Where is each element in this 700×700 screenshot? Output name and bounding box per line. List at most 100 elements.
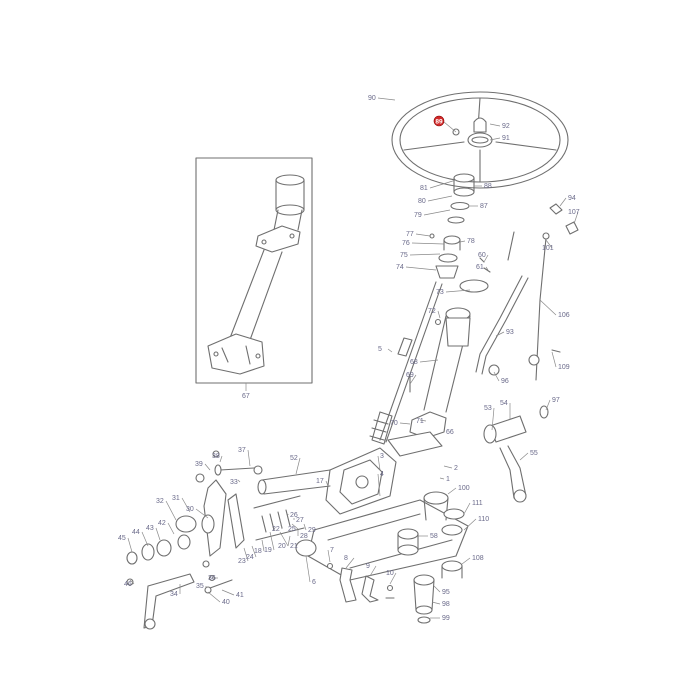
part-label-58: 58 bbox=[430, 533, 438, 540]
leader-line bbox=[433, 585, 441, 593]
part-label-91: 91 bbox=[502, 135, 510, 142]
leader-line bbox=[551, 351, 557, 368]
leader-line bbox=[485, 266, 489, 271]
leader-line bbox=[167, 522, 175, 535]
part-label-68: 68 bbox=[410, 359, 418, 366]
leader-line bbox=[129, 579, 135, 585]
part-label-23: 23 bbox=[238, 558, 246, 565]
part-label-42: 42 bbox=[158, 520, 166, 527]
leader-line bbox=[195, 508, 209, 519]
part-label-53: 53 bbox=[484, 405, 492, 412]
part-label-10: 10 bbox=[386, 570, 394, 577]
part-label-52: 52 bbox=[290, 455, 298, 462]
leader-line bbox=[545, 399, 551, 411]
part-label-41: 41 bbox=[236, 592, 244, 599]
leader-line bbox=[165, 500, 177, 521]
leader-line bbox=[519, 452, 529, 461]
lever-assembly bbox=[475, 203, 579, 381]
part-label-98: 98 bbox=[442, 601, 450, 608]
part-label-21: 21 bbox=[290, 543, 298, 550]
part-label-77: 77 bbox=[406, 231, 414, 238]
leader-line bbox=[419, 419, 427, 422]
part-label-60: 60 bbox=[478, 252, 486, 259]
part-label-44: 44 bbox=[132, 529, 140, 536]
part-label-31: 31 bbox=[172, 495, 180, 502]
part-label-72: 72 bbox=[428, 308, 436, 315]
part-label-38: 38 bbox=[212, 453, 220, 460]
part-label-69: 69 bbox=[406, 372, 414, 379]
part-label-26: 26 bbox=[290, 512, 298, 519]
leader-line bbox=[389, 572, 397, 585]
part-label-24: 24 bbox=[246, 554, 254, 561]
part-label-43: 43 bbox=[146, 525, 154, 532]
leader-line bbox=[387, 348, 393, 353]
part-label-75: 75 bbox=[400, 252, 408, 259]
part-label-70: 70 bbox=[390, 420, 398, 427]
highlighted-part-marker[interactable]: 89 bbox=[433, 115, 457, 133]
part-label-73: 73 bbox=[436, 289, 444, 296]
part-label-61: 61 bbox=[476, 264, 484, 271]
part-label-25: 25 bbox=[288, 526, 296, 533]
column-tube bbox=[409, 279, 489, 439]
leader-line bbox=[207, 591, 221, 603]
part-label-95: 95 bbox=[442, 589, 450, 596]
leader-line bbox=[411, 242, 445, 245]
part-label-33: 33 bbox=[230, 479, 238, 486]
leader-line bbox=[405, 266, 437, 271]
leader-line bbox=[325, 480, 329, 487]
mounting-plate bbox=[307, 491, 469, 624]
part-label-30: 30 bbox=[186, 506, 194, 513]
leader-line bbox=[489, 137, 501, 141]
leader-line bbox=[539, 299, 557, 316]
leader-line bbox=[409, 253, 441, 256]
leader-line bbox=[327, 549, 331, 563]
leader-line bbox=[295, 457, 301, 475]
part-label-17: 17 bbox=[316, 478, 324, 485]
part-label-35: 35 bbox=[196, 583, 204, 590]
part-label-78: 78 bbox=[467, 238, 475, 245]
leader-line bbox=[219, 455, 223, 463]
leader-line bbox=[443, 465, 453, 469]
part-label-54: 54 bbox=[500, 400, 508, 407]
part-label-4: 4 bbox=[380, 471, 384, 478]
leader-line bbox=[261, 539, 265, 552]
leader-line bbox=[463, 518, 477, 531]
leader-line bbox=[369, 565, 377, 577]
leader-line bbox=[415, 233, 431, 237]
leader-line bbox=[345, 557, 355, 569]
leader-line bbox=[377, 97, 396, 101]
leader-line bbox=[491, 407, 495, 431]
leader-line bbox=[483, 254, 489, 263]
steering-shaft bbox=[369, 281, 443, 445]
leader-line bbox=[495, 331, 505, 337]
part-label-88: 88 bbox=[484, 183, 492, 190]
part-label-2: 2 bbox=[454, 465, 458, 472]
part-label-5: 5 bbox=[378, 346, 382, 353]
part-label-97: 97 bbox=[552, 397, 560, 404]
leader-line bbox=[545, 239, 553, 249]
leader-line bbox=[243, 547, 249, 562]
part-label-94: 94 bbox=[568, 195, 576, 202]
leader-line bbox=[559, 197, 567, 207]
part-label-36: 36 bbox=[208, 575, 216, 582]
leader-line bbox=[127, 537, 133, 553]
leader-line bbox=[287, 535, 291, 547]
part-label-27: 27 bbox=[296, 517, 304, 524]
part-label-76: 76 bbox=[402, 240, 410, 247]
part-label-3: 3 bbox=[380, 453, 384, 460]
part-label-45: 45 bbox=[118, 535, 126, 542]
part-label-111: 111 bbox=[472, 500, 483, 507]
part-label-101: 101 bbox=[542, 245, 554, 252]
part-label-110: 110 bbox=[478, 516, 489, 523]
leader-line bbox=[303, 523, 307, 531]
leader-line bbox=[399, 422, 411, 425]
part-label-99: 99 bbox=[442, 615, 450, 622]
leader-line bbox=[461, 557, 471, 565]
highlighted-part-number: 89 bbox=[435, 118, 443, 125]
part-label-29: 29 bbox=[308, 527, 316, 534]
part-label-109: 109 bbox=[558, 364, 570, 371]
part-label-1: 1 bbox=[446, 476, 450, 483]
